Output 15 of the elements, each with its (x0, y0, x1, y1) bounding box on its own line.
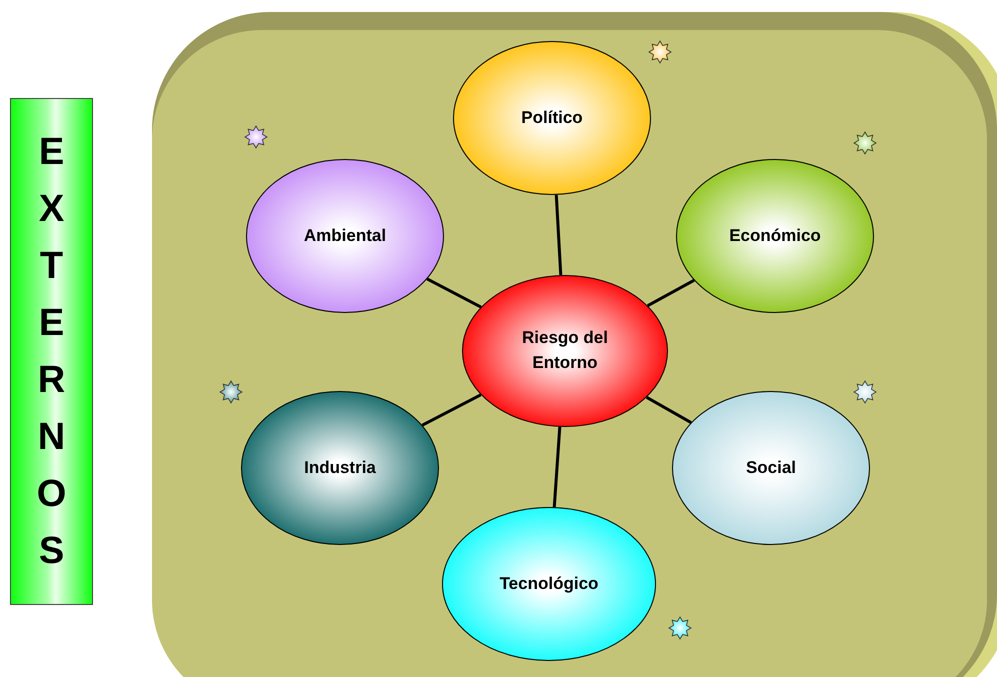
connector-line (552, 426, 562, 508)
node-label: Ambiental (304, 224, 386, 247)
node-label: Social (746, 456, 796, 479)
node-label: Económico (729, 224, 821, 247)
vertical-label: EXTERNOS (36, 130, 68, 574)
label-bar (10, 98, 93, 605)
connector-line (554, 194, 562, 276)
node-label: Riesgo del Entorno (521, 327, 609, 374)
node-label: Industria (304, 456, 376, 479)
node-label: Tecnológico (500, 572, 598, 595)
connector-line (646, 396, 692, 424)
connector-line (646, 279, 695, 308)
connector-line (426, 278, 482, 308)
connector-line (422, 393, 482, 427)
node-label: Político (521, 106, 583, 129)
